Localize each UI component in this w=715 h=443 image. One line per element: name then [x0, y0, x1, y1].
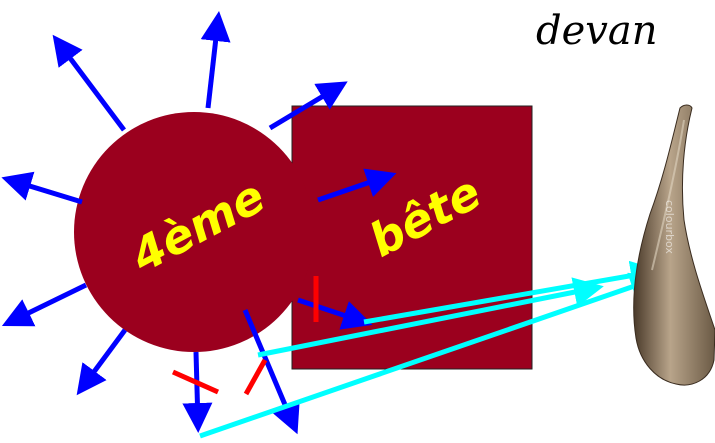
link-arrow-bottom [199, 272, 661, 439]
horn-watermark: colourbox [663, 200, 676, 254]
link-arrow-top [363, 260, 661, 325]
cross-marks [171, 276, 319, 396]
arrow-up-left [52, 34, 126, 132]
link-arrows [199, 260, 661, 439]
arrow-up [200, 11, 231, 109]
link-arrow-middle [257, 277, 604, 358]
arrow-lower-left [1, 282, 88, 327]
cross-mark-bottom-left [171, 369, 220, 395]
caption-text: devan [536, 8, 657, 54]
arrow-upper-right [268, 81, 348, 131]
arrow-into-square [317, 168, 397, 203]
fourth-circle [74, 112, 314, 352]
arrow-left [1, 171, 83, 205]
arrow-down [182, 351, 213, 433]
cross-mark-bottom-center [243, 358, 268, 396]
arrow-down-left [76, 328, 128, 396]
horn-icon: colourbox [633, 104, 715, 386]
arrow-right [297, 297, 373, 330]
